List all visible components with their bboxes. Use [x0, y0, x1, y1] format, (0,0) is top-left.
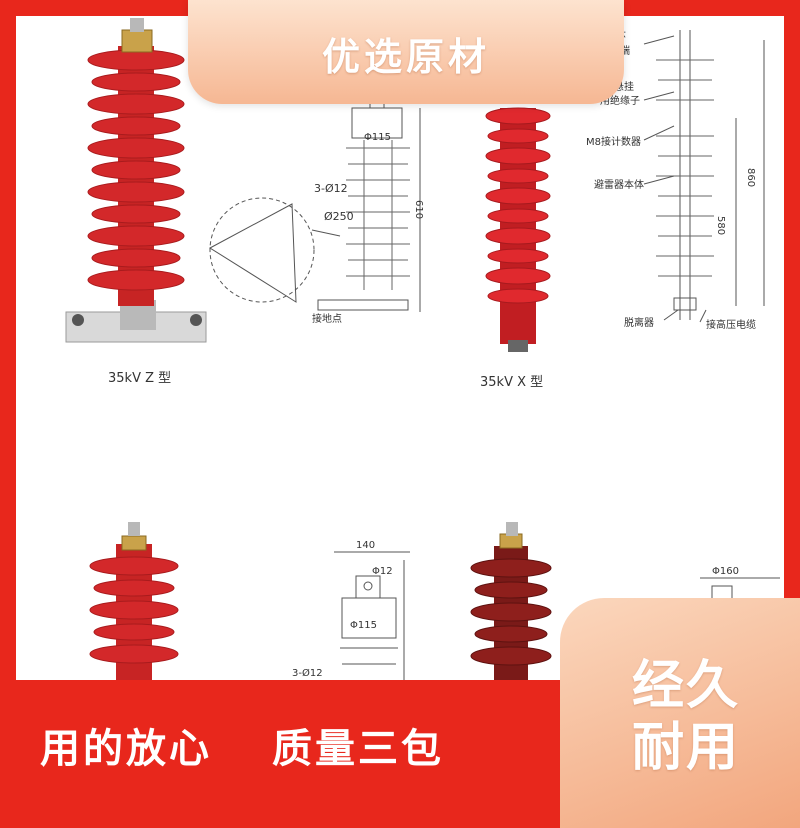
label-hv-cable: 接高压电缆 — [706, 318, 756, 331]
corner-badge-line2: 耐用 — [632, 718, 741, 778]
label-counter: M8接计数器 — [586, 135, 641, 148]
label-holes2: 3-Ø12 — [292, 667, 323, 679]
arrester-bottom-left-photo — [89, 522, 179, 684]
top-badge: 优选原材 — [188, 0, 624, 104]
top-badge-text: 优选原材 — [321, 35, 490, 79]
label-height580: 580 — [715, 216, 726, 235]
label-dia12: Φ12 — [372, 566, 393, 577]
arrester-bottom-dark-photo — [470, 522, 552, 686]
label-holes: 3-Ø12 — [314, 182, 348, 195]
label-body: 避雷器本体 — [594, 178, 644, 191]
caption-x: 35kV X 型 — [480, 375, 543, 390]
caption-z: 35kV Z 型 — [108, 371, 171, 386]
arrester-x-photo — [485, 107, 551, 352]
label-dia250: Ø250 — [324, 210, 354, 223]
slogan-left: 用的放心 — [40, 726, 212, 772]
drawing-z-dimensions — [209, 100, 421, 312]
product-poster: 35kV Z 型 Φ115 3-Ø12 Ø250 610 接地点 — [16, 0, 800, 828]
drawing-bottom-dimensions — [334, 551, 410, 680]
label-width140: 140 — [356, 540, 375, 551]
label-height610: 610 — [413, 200, 424, 219]
corner-badge-line1: 经久 — [632, 656, 741, 716]
arrester-z-photo — [65, 18, 207, 343]
product-drawing: 35kV Z 型 Φ115 3-Ø12 Ø250 610 接地点 — [65, 18, 780, 686]
label-dia115b: Φ115 — [350, 620, 377, 631]
label-detacher: 脱离器 — [624, 316, 654, 329]
drawing-x-dimensions — [643, 30, 765, 323]
label-ground-point: 接地点 — [312, 312, 342, 325]
label-height860: 860 — [745, 168, 756, 187]
slogan-right: 质量三包 — [272, 726, 444, 772]
corner-badge — [560, 598, 800, 828]
label-dia115: Φ115 — [364, 132, 391, 143]
label-dia160: Φ160 — [712, 566, 739, 577]
